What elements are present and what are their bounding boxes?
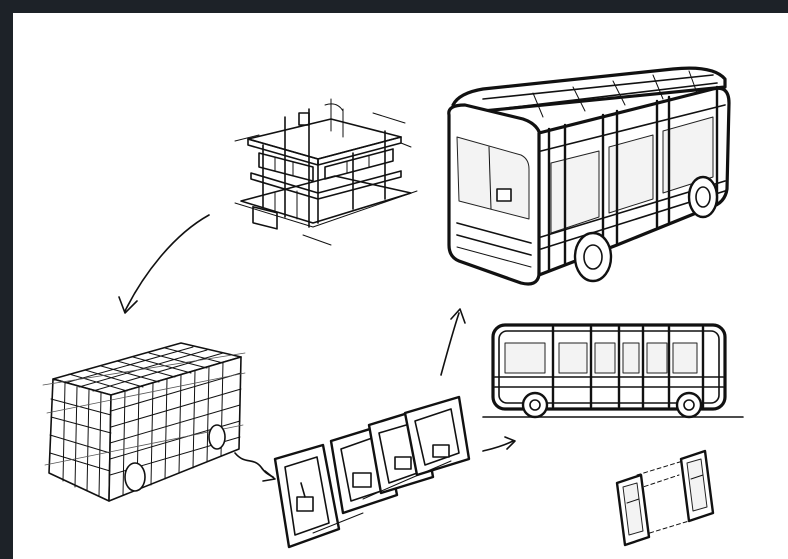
window-frame-icon	[617, 451, 713, 545]
arrow-icon	[235, 453, 275, 481]
modules-exploded-sketch-icon	[275, 397, 469, 547]
arrow-icon	[441, 309, 465, 375]
bus-perspective-sketch-icon	[449, 68, 729, 284]
building-sketch-icon	[235, 99, 417, 245]
arrow-icon	[119, 215, 209, 313]
arrow-icon	[483, 437, 515, 451]
sketch-canvas	[13, 13, 788, 559]
concept-sketch	[13, 13, 788, 559]
bus-side-elevation-icon	[483, 325, 743, 417]
bus-wireframe-sketch-icon	[43, 343, 245, 501]
